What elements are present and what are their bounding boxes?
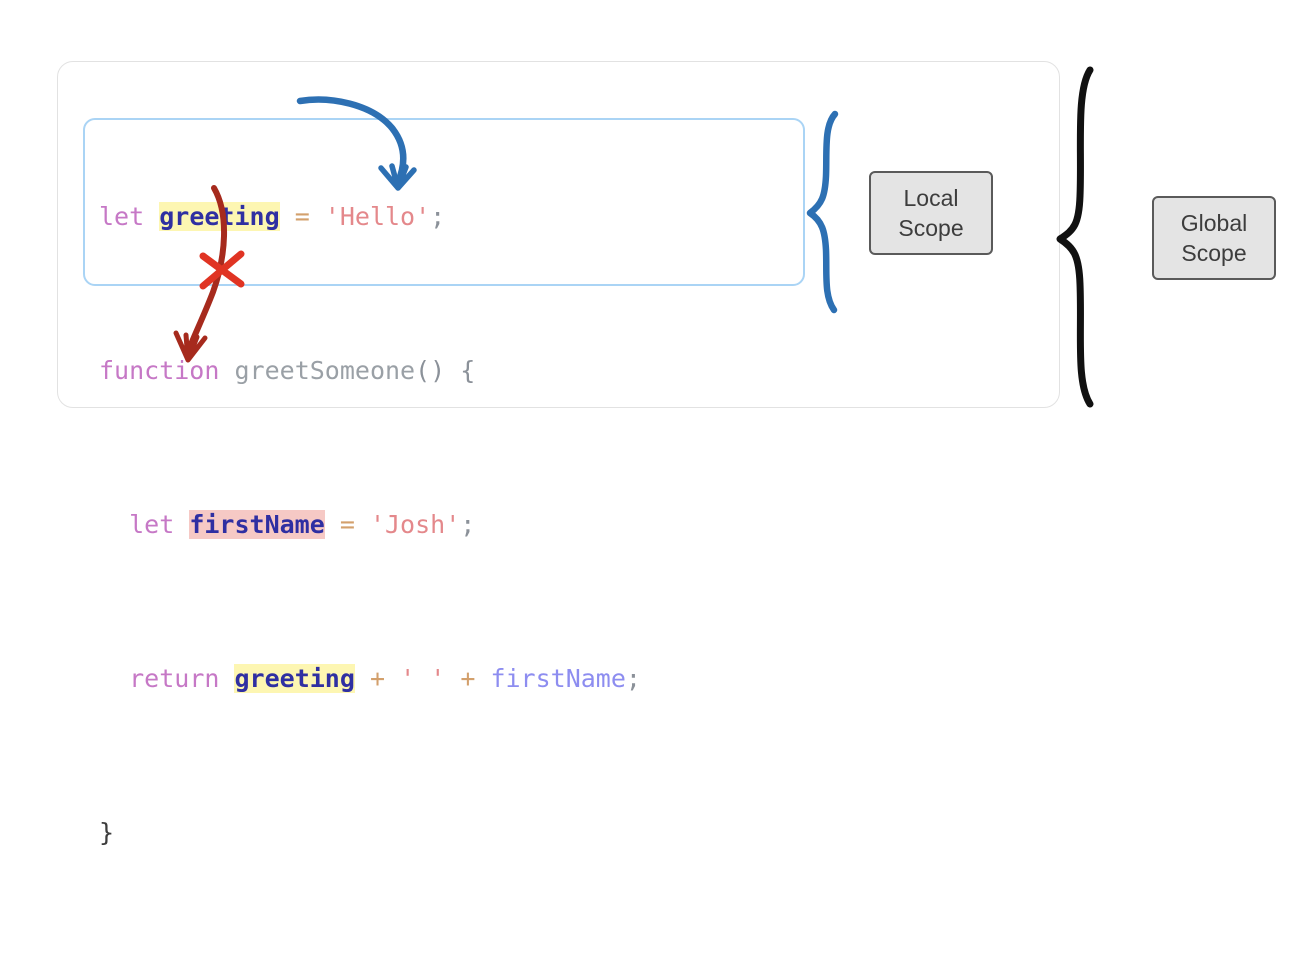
token-keyword-return: return xyxy=(129,663,220,693)
token-semicolon: ; xyxy=(460,509,476,539)
global-scope-label-line1: Global xyxy=(1180,210,1248,236)
global-scope-label-box: Global Scope xyxy=(1152,196,1276,280)
code-line-5: } xyxy=(99,814,641,853)
token-string-hello: 'Hello' xyxy=(324,201,431,231)
token-plus: + xyxy=(369,663,386,693)
token-assign: = xyxy=(324,509,370,539)
code-line-1: let greeting = 'Hello'; xyxy=(99,198,641,237)
token-keyword-let: let xyxy=(99,201,145,231)
token-variable-greeting: greeting xyxy=(159,201,280,231)
token-plus: + xyxy=(460,663,476,693)
token-space xyxy=(219,356,234,385)
token-space xyxy=(174,510,189,539)
local-scope-label-line1: Local xyxy=(903,185,959,211)
token-parens-open-brace: () { xyxy=(415,355,476,385)
token-keyword-let: let xyxy=(129,509,175,539)
local-scope-label-line2: Scope xyxy=(898,215,964,241)
token-indent xyxy=(99,510,129,539)
token-close-brace: } xyxy=(99,817,115,847)
token-string-josh: 'Josh' xyxy=(369,509,461,539)
token-indent xyxy=(99,664,129,693)
token-variable-firstname: firstName xyxy=(189,509,325,539)
token-semicolon: ; xyxy=(430,201,446,231)
code-block: let greeting = 'Hello'; function greetSo… xyxy=(99,82,641,956)
token-space xyxy=(445,664,460,693)
token-string-space: ' ' xyxy=(400,663,446,693)
global-scope-brace xyxy=(1056,66,1094,408)
token-variable-greeting: greeting xyxy=(234,663,355,693)
code-line-3: let firstName = 'Josh'; xyxy=(99,506,641,545)
token-variable-firstname: firstName xyxy=(490,663,626,693)
token-space xyxy=(144,202,159,231)
local-scope-label-box: Local Scope xyxy=(869,171,993,255)
token-assign: = xyxy=(279,201,325,231)
token-space xyxy=(475,664,490,693)
token-space xyxy=(385,664,400,693)
code-line-4: return greeting + ' ' + firstName; xyxy=(99,660,641,699)
token-semicolon: ; xyxy=(625,663,641,693)
token-space xyxy=(219,664,234,693)
token-function-name-greetsomeone: greetSomeone xyxy=(234,355,416,385)
code-line-2: function greetSomeone() { xyxy=(99,352,641,391)
token-keyword-function: function xyxy=(99,355,220,385)
global-scope-label-line2: Scope xyxy=(1181,240,1247,266)
token-space xyxy=(355,664,370,693)
